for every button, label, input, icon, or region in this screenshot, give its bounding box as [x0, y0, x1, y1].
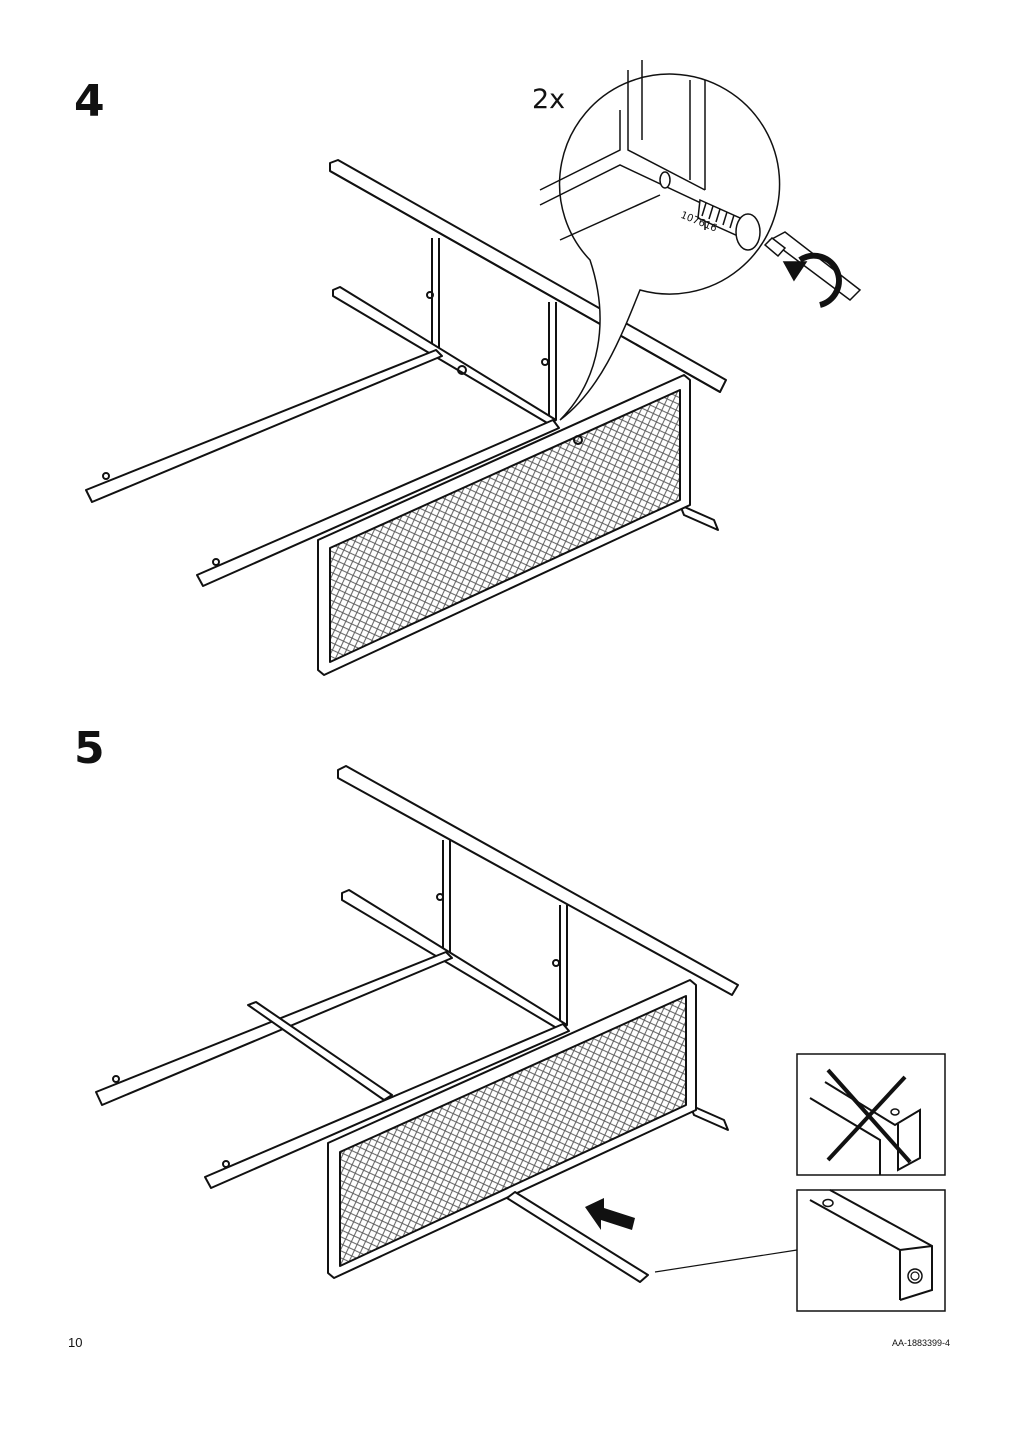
callout-line — [654, 1249, 798, 1273]
step-number-5: 5 — [74, 723, 105, 774]
document-id: AA-1883399-4 — [891, 1338, 950, 1348]
detail-wrong-end — [796, 1053, 946, 1176]
step5-frame-illustration — [95, 765, 739, 1283]
detail-callout-screw — [539, 60, 862, 421]
step-number-4: 4 — [74, 76, 105, 127]
quantity-label: 2x — [532, 84, 566, 115]
screwdriver-icon — [763, 231, 862, 301]
detail-correct-end — [796, 1189, 946, 1312]
rotate-clockwise-icon — [782, 252, 842, 308]
cross-out-icon — [826, 1068, 912, 1164]
step4-frame-illustration — [85, 159, 727, 676]
insert-arrow-icon — [585, 1198, 635, 1230]
page-number: 10 — [68, 1335, 83, 1350]
screw-icon — [697, 198, 761, 251]
